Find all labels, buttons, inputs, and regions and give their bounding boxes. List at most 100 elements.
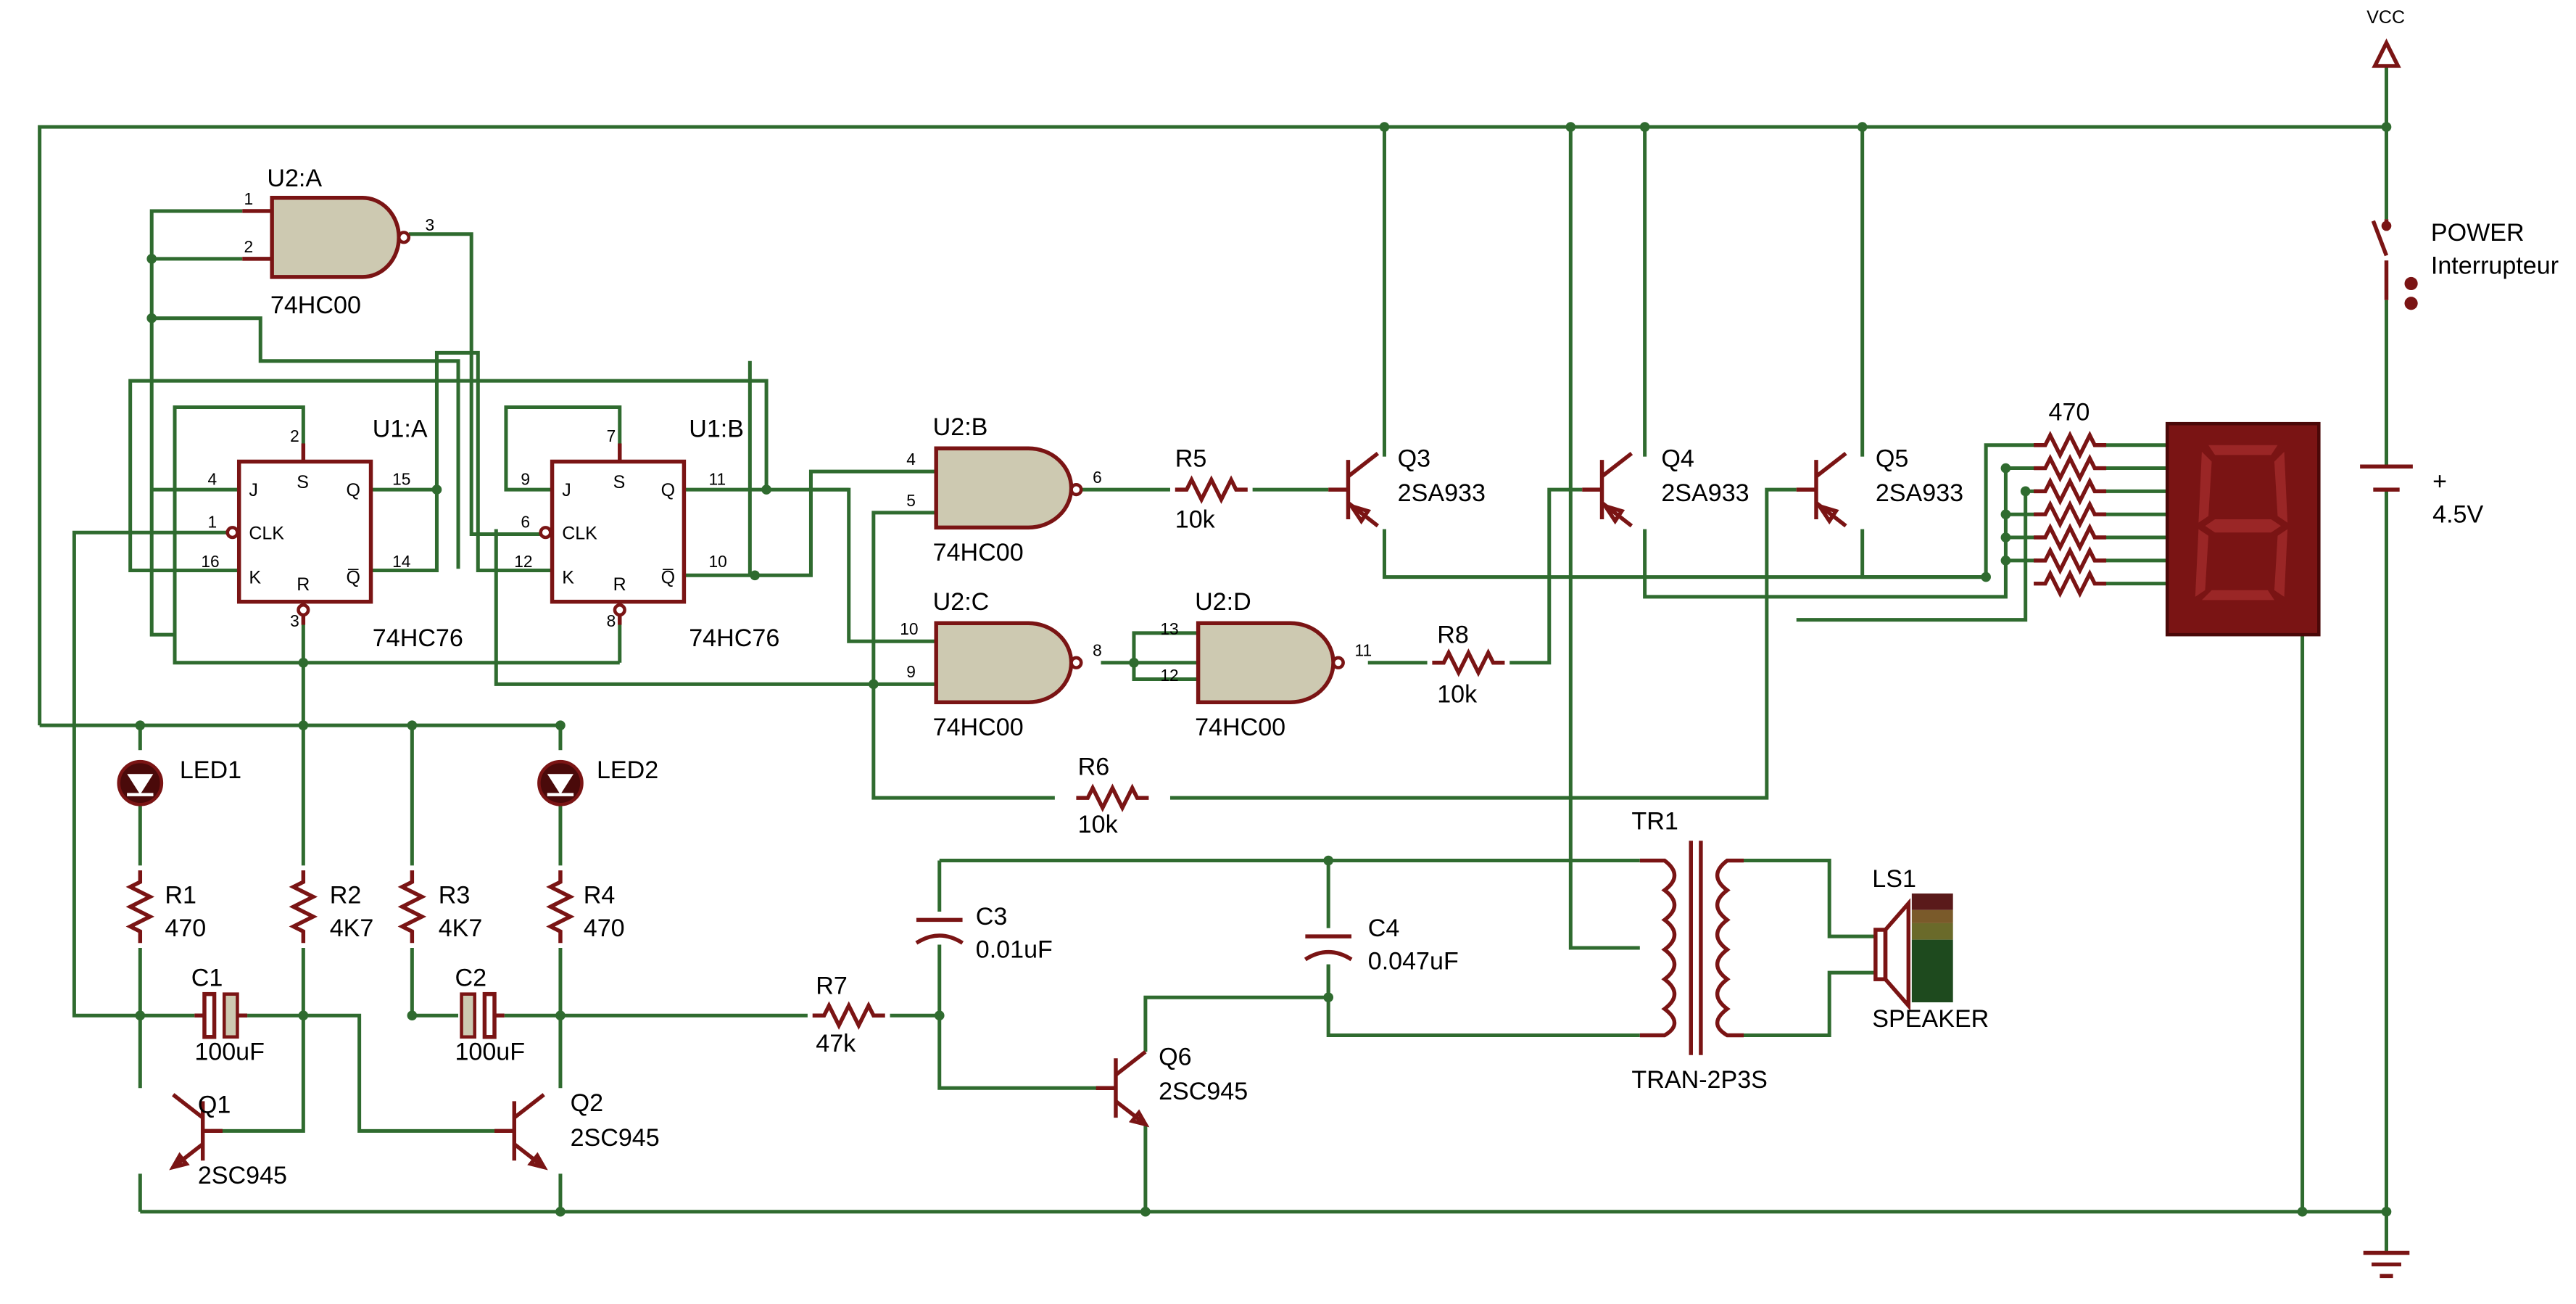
- u2d-ref: U2:D: [1195, 588, 1251, 616]
- u2d-part: 74HC00: [1195, 714, 1285, 741]
- c1-value: 100uF: [194, 1039, 265, 1066]
- ls1-part: SPEAKER: [1872, 1005, 1989, 1033]
- c4-ref: C4: [1368, 915, 1400, 942]
- led2-ref: LED2: [597, 756, 658, 784]
- ls1-ref: LS1: [1872, 865, 1916, 893]
- vcc-supply: VCC: [2366, 7, 2405, 68]
- u1a-part: 74HC76: [373, 624, 463, 652]
- transistor-q1: Q1 2SC945: [173, 1091, 287, 1189]
- battery-polarity: +: [2432, 468, 2447, 495]
- q1-ref: Q1: [198, 1091, 231, 1118]
- u1a-pin-j: 4: [208, 469, 218, 488]
- r2-ref: R2: [330, 882, 362, 909]
- q2-part: 2SC945: [571, 1124, 660, 1152]
- r3-value: 4K7: [439, 915, 483, 942]
- u2a-ref: U2:A: [267, 165, 322, 192]
- q6-ref: Q6: [1159, 1043, 1191, 1070]
- resistor-r3: R3 4K7: [402, 870, 483, 943]
- u1a-label-k: K: [249, 568, 261, 588]
- u1b-pin-q: 11: [709, 469, 726, 488]
- u1a-pin-s: 2: [290, 426, 299, 445]
- u1b-label-k: K: [562, 568, 574, 588]
- u1a-label-j: J: [249, 480, 258, 500]
- u1b-label-j: J: [562, 480, 571, 500]
- u1a-label-qn: Q̅: [346, 568, 360, 588]
- resistor-r6: R6 10k: [1076, 753, 1148, 838]
- tr1-part: TRAN-2P3S: [1631, 1066, 1767, 1094]
- u1a-pin-k: 16: [201, 552, 219, 571]
- u2c-pin10: 10: [900, 619, 918, 638]
- u1b-label-r: R: [613, 574, 626, 595]
- seven-segment-display: [2165, 421, 2321, 637]
- battery: + 4.5V: [2360, 464, 2484, 529]
- gate-u2b: U2:B 74HC00 4 5 6: [906, 413, 1101, 566]
- q3-part: 2SA933: [1398, 479, 1486, 507]
- r2-value: 4K7: [330, 915, 374, 942]
- u1a-pin-r: 3: [290, 611, 299, 630]
- u2a-pin1: 1: [244, 189, 254, 208]
- led-led2: LED2: [539, 756, 658, 804]
- u1a-label-s: S: [297, 472, 309, 492]
- capacitor-c4: C4 0.047uF: [1304, 915, 1459, 975]
- u2c-pin8: 8: [1093, 641, 1102, 660]
- speaker-ls1: LS1 SPEAKER: [1872, 865, 1989, 1033]
- u1b-pin-qn: 10: [709, 552, 727, 571]
- r7-value: 47k: [816, 1030, 856, 1057]
- u2c-pin9: 9: [906, 662, 916, 681]
- resistor-r1: R1 470: [131, 870, 206, 943]
- transistor-q5: Q5 2SA933: [1797, 445, 1963, 526]
- q4-part: 2SA933: [1661, 479, 1749, 507]
- u2a-pin2: 2: [244, 237, 254, 256]
- resistor-r8: R8 10k: [1432, 621, 1504, 708]
- r8-ref: R8: [1437, 621, 1469, 648]
- r4-ref: R4: [584, 882, 616, 909]
- q5-ref: Q5: [1876, 445, 1908, 472]
- led-led1: LED1: [119, 756, 241, 804]
- q1-part: 2SC945: [198, 1162, 287, 1189]
- battery-voltage: 4.5V: [2432, 501, 2483, 529]
- u1b-pin-clk: 6: [521, 512, 530, 531]
- resistor-r5: R5 10k: [1175, 445, 1248, 533]
- c3-value: 0.01uF: [976, 936, 1053, 964]
- wiring: [38, 65, 2389, 1253]
- r1-ref: R1: [165, 882, 196, 909]
- u1b-pin-s: 7: [607, 426, 616, 445]
- u2a-part: 74HC00: [270, 292, 361, 319]
- c1-ref: C1: [191, 964, 223, 991]
- u2d-pin13: 13: [1160, 619, 1178, 638]
- r5-ref: R5: [1175, 445, 1207, 472]
- u1b-pin-k: 12: [514, 552, 532, 571]
- transformer-tr1: TR1 TRAN-2P3S: [1631, 807, 1767, 1094]
- junctions: [135, 122, 2392, 1217]
- u1a-pin-q: 15: [392, 469, 410, 488]
- transistor-q4: Q4 2SA933: [1582, 445, 1749, 526]
- r4-value: 470: [584, 915, 625, 942]
- u2c-part: 74HC00: [933, 714, 1024, 741]
- u1b-label-q: Q: [661, 480, 675, 500]
- u2b-pin5: 5: [906, 491, 916, 510]
- capacitor-c2: C2 100uF: [455, 964, 525, 1065]
- transistor-q2: Q2 2SC945: [494, 1089, 660, 1167]
- vcc-label: VCC: [2366, 7, 2405, 28]
- q4-ref: Q4: [1661, 445, 1694, 472]
- power-switch[interactable]: POWER Interrupteur: [2371, 219, 2559, 310]
- u2a-pin3: 3: [426, 215, 435, 234]
- rn-value: 470: [2049, 399, 2090, 426]
- flipflop-u1a: U1:A 74HC76 J CLK K S R Q Q̅ 4 1 16 2 3 …: [201, 415, 463, 652]
- tr1-ref: TR1: [1631, 807, 1678, 835]
- c4-value: 0.047uF: [1368, 948, 1459, 975]
- u2c-ref: U2:C: [933, 588, 990, 616]
- capacitor-c3: C3 0.01uF: [915, 903, 1053, 964]
- switch-ref: POWER: [2431, 219, 2525, 247]
- u1b-label-clk: CLK: [562, 523, 597, 543]
- u1a-label-clk: CLK: [249, 523, 284, 543]
- c2-value: 100uF: [455, 1039, 525, 1066]
- r1-value: 470: [165, 915, 206, 942]
- led1-ref: LED1: [180, 756, 241, 784]
- resistor-r4: R4 470: [550, 870, 625, 943]
- u1a-label-q: Q: [346, 480, 360, 500]
- u1a-ref: U1:A: [373, 415, 428, 442]
- q5-part: 2SA933: [1876, 479, 1963, 507]
- r8-value: 10k: [1437, 680, 1478, 708]
